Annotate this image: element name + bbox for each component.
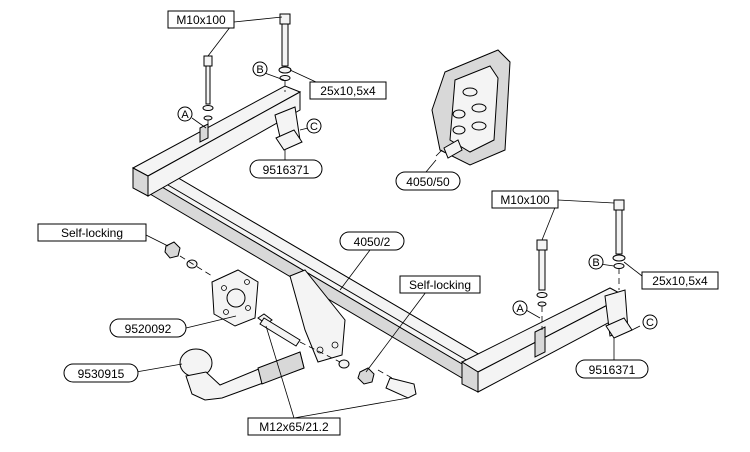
label-selflocking-right: Self-locking xyxy=(399,275,481,294)
bolt-left-top xyxy=(278,13,292,92)
label-ball: 9530915 xyxy=(63,363,139,383)
socket-plate xyxy=(211,269,259,327)
svg-text:M10x100: M10x100 xyxy=(500,193,550,207)
bolt-right xyxy=(536,239,548,330)
label-bolt-bottom: M12x65/21.2 xyxy=(247,417,341,436)
label-insert: 4050/50 xyxy=(395,171,461,191)
bottom-bolt-right xyxy=(377,369,417,399)
marker-b-left: B xyxy=(252,61,268,77)
right-side-member xyxy=(460,287,629,393)
svg-text:4050/50: 4050/50 xyxy=(406,175,450,189)
label-plate-left: 9516371 xyxy=(249,159,323,179)
label-washer-right: 25x10,5x4 xyxy=(641,271,719,290)
tow-ball xyxy=(179,348,305,401)
svg-text:M12x65/21.2: M12x65/21.2 xyxy=(259,420,329,434)
label-socket-plate: 9520092 xyxy=(109,318,187,338)
svg-text:Self-locking: Self-locking xyxy=(409,278,471,292)
marker-c-left: C xyxy=(306,118,322,134)
plate-c-left xyxy=(275,129,303,151)
bolt-left xyxy=(202,55,214,140)
label-bolt-top-left: M10x100 xyxy=(167,10,235,29)
self-locking-nut-left xyxy=(164,241,213,277)
label-frame: 4050/2 xyxy=(339,231,405,251)
svg-text:Self-locking: Self-locking xyxy=(61,226,123,240)
svg-text:M10x100: M10x100 xyxy=(176,13,226,27)
svg-text:25x10,5x4: 25x10,5x4 xyxy=(320,84,376,98)
svg-text:B: B xyxy=(256,64,263,76)
svg-text:9516371: 9516371 xyxy=(263,163,310,177)
marker-c-right: C xyxy=(642,314,658,330)
svg-text:25x10,5x4: 25x10,5x4 xyxy=(652,274,708,288)
label-selflocking-left: Self-locking xyxy=(37,223,147,242)
bottom-bolt xyxy=(257,313,375,385)
marker-a-right: A xyxy=(512,300,528,316)
svg-text:9530915: 9530915 xyxy=(78,367,125,381)
svg-text:A: A xyxy=(516,303,524,315)
svg-text:9520092: 9520092 xyxy=(125,322,172,336)
svg-text:A: A xyxy=(181,109,189,121)
label-washer-top-left: 25x10,5x4 xyxy=(309,81,387,100)
label-plate-right: 9516371 xyxy=(575,359,649,379)
insert-4050-50 xyxy=(431,49,511,166)
svg-text:B: B xyxy=(592,257,599,269)
marker-a-left: A xyxy=(177,106,193,122)
svg-text:C: C xyxy=(646,317,654,329)
center-bracket xyxy=(289,269,346,363)
leader-lines xyxy=(135,16,643,419)
label-bolt-right: M10x100 xyxy=(491,190,559,209)
bolt-right-top xyxy=(612,199,626,290)
marker-b-right: B xyxy=(588,254,604,270)
svg-text:C: C xyxy=(310,121,318,133)
svg-text:9516371: 9516371 xyxy=(589,363,636,377)
svg-text:4050/2: 4050/2 xyxy=(354,235,391,249)
left-side-member xyxy=(131,85,302,197)
